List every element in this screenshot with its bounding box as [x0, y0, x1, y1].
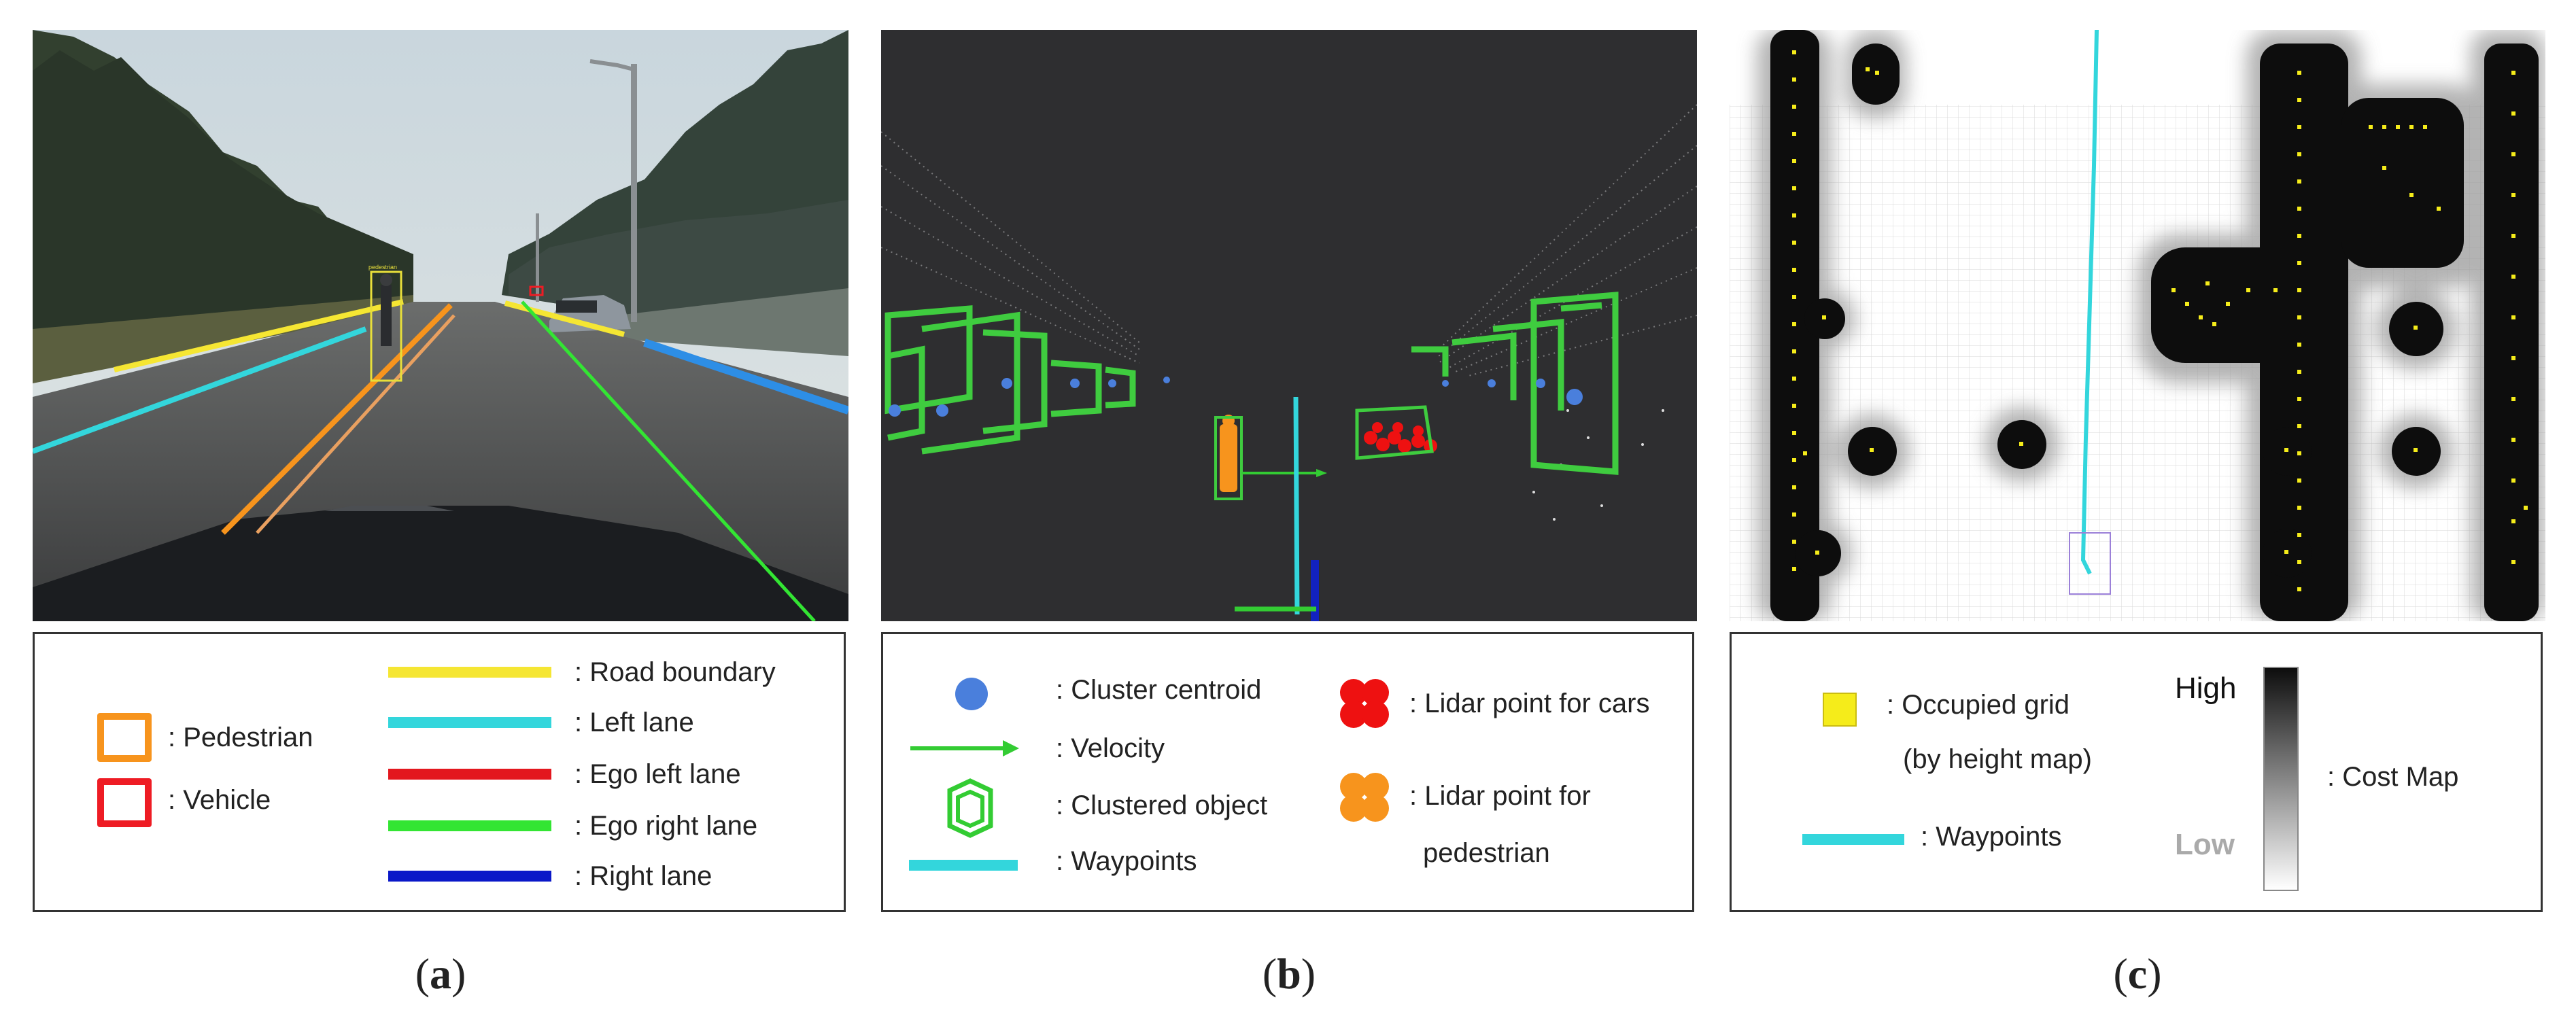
panel-a: pedestrian : Pedestrian : Vehicle : Road… [33, 0, 848, 1027]
ego-left-lane-line-2 [256, 314, 456, 534]
cost-colorbar [2263, 667, 2299, 891]
panel-b: : Cluster centroid : Velocity : Clustere… [881, 0, 1697, 1027]
left-lane-swatch [388, 717, 551, 728]
ego-left-lane-line [221, 303, 453, 535]
vehicle-swatch [97, 778, 152, 827]
legend-road-boundary-label: : Road boundary [574, 657, 776, 687]
caption-a: (a) [415, 950, 466, 998]
legend-waypoints-b-label: : Waypoints [1056, 846, 1197, 876]
legend-a: : Pedestrian : Vehicle : Road boundary :… [33, 632, 846, 912]
camera-scene: pedestrian [33, 30, 848, 621]
pedestrian-sign-text: pedestrian [368, 264, 397, 271]
legend-occupied-grid-label-1: : Occupied grid [1887, 690, 2070, 720]
legend-cluster-centroid-label: : Cluster centroid [1056, 675, 1262, 705]
legend-pedestrian-label: : Pedestrian [168, 723, 313, 752]
right-lane-line [643, 338, 848, 415]
lidar-cars-swatch [1340, 679, 1389, 728]
legend-b: : Cluster centroid : Velocity : Clustere… [881, 632, 1694, 912]
legend-clustered-object-label: : Clustered object [1056, 790, 1268, 820]
ego-left-lane-swatch [388, 769, 551, 780]
ego-right-lane-swatch [388, 820, 551, 831]
legend-right-lane-label: : Right lane [574, 861, 712, 891]
legend-ego-right-lane-label: : Ego right lane [574, 811, 758, 841]
lidar-scene [881, 30, 1697, 621]
caption-b: (b) [1262, 950, 1316, 998]
vehicle-box [529, 285, 544, 296]
legend-ego-left-lane-label: : Ego left lane [574, 759, 741, 789]
clustered-object-swatch [947, 778, 993, 838]
waypoints-swatch-b [909, 860, 1018, 871]
legend-vehicle-label: : Vehicle [168, 785, 271, 815]
legend-lidar-ped-label-2: pedestrian [1423, 838, 1550, 868]
left-lane-line [33, 326, 367, 454]
lidar-image [881, 30, 1697, 621]
pedestrian-swatch [97, 713, 152, 762]
road-boundary-right-line [504, 300, 625, 337]
cost-low-label: Low [2175, 828, 2235, 861]
caption-c: (c) [2113, 950, 2162, 998]
legend-waypoints-c-label: : Waypoints [1921, 822, 2062, 852]
ego-right-lane-line [521, 300, 816, 621]
occupied-grid-swatch [1823, 693, 1857, 727]
camera-image: pedestrian [33, 30, 848, 621]
legend-lidar-cars-label: : Lidar point for cars [1409, 689, 1650, 718]
cost-map-scene [1730, 30, 2545, 621]
cost-high-label: High [2175, 672, 2237, 705]
legend-cost-map-label: : Cost Map [2327, 762, 2459, 792]
road-boundary-left-line [114, 299, 404, 372]
road-boundary-swatch [388, 667, 551, 678]
waypoint-line [1293, 396, 1300, 615]
legend-occupied-grid-label-2: (by height map) [1903, 744, 2092, 774]
legend-lidar-ped-label-1: : Lidar point for [1409, 781, 1591, 811]
legend-left-lane-label: : Left lane [574, 708, 694, 737]
legend-velocity-label: : Velocity [1056, 733, 1165, 763]
velocity-swatch [910, 740, 1019, 756]
cost-map-waypoints [2080, 30, 2099, 575]
cluster-centroid-swatch [955, 678, 988, 710]
waypoints-swatch-c [1802, 834, 1904, 845]
lidar-pedestrian-swatch [1340, 773, 1389, 822]
right-lane-swatch [388, 871, 551, 882]
panel-c: : Occupied grid (by height map) : Waypoi… [1730, 0, 2545, 1027]
cost-map-image [1730, 30, 2545, 621]
pedestrian-box [370, 271, 402, 382]
legend-c: : Occupied grid (by height map) : Waypoi… [1730, 632, 2543, 912]
